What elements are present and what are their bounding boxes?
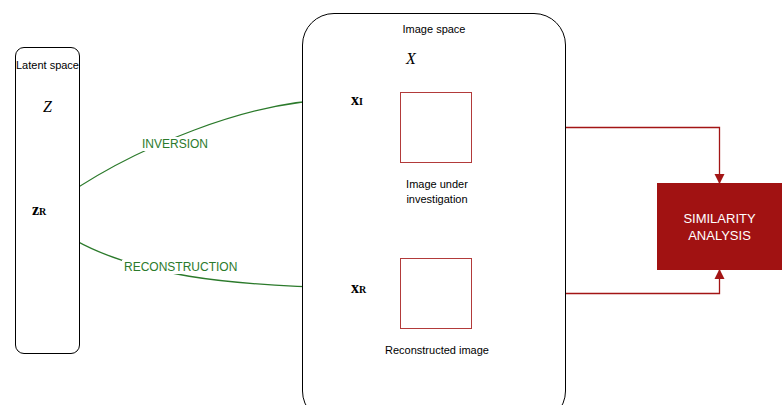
- image-frame: Reconstructed image: [400, 258, 472, 329]
- latent-point: zR: [32, 201, 46, 219]
- process-box: SIMILARITY ANALYSIS: [657, 183, 782, 270]
- image-frame: Image under investigation: [400, 92, 472, 163]
- image-point: xI: [351, 91, 363, 109]
- latent-space-box: Latent spaceZzR: [15, 47, 80, 354]
- image-space-box: Image spaceXxI Image under investigation x…: [302, 13, 566, 405]
- node-label: Reconstructed image: [379, 343, 495, 358]
- node-symbol: Z: [16, 98, 79, 116]
- node-symbol: X: [406, 50, 416, 68]
- node-label: xR: [351, 279, 366, 297]
- image-point: xR: [351, 279, 366, 297]
- node-label: Image space: [303, 23, 565, 35]
- node-label: SIMILARITY ANALYSIS: [665, 210, 774, 244]
- edge-label: RECONSTRUCTION: [122, 260, 239, 274]
- edge-label: INVERSION: [140, 137, 210, 151]
- node-label: Image under investigation: [379, 177, 495, 207]
- node-label: zR: [32, 201, 46, 219]
- node-label: Latent space: [16, 58, 79, 72]
- node-label: xI: [351, 91, 363, 109]
